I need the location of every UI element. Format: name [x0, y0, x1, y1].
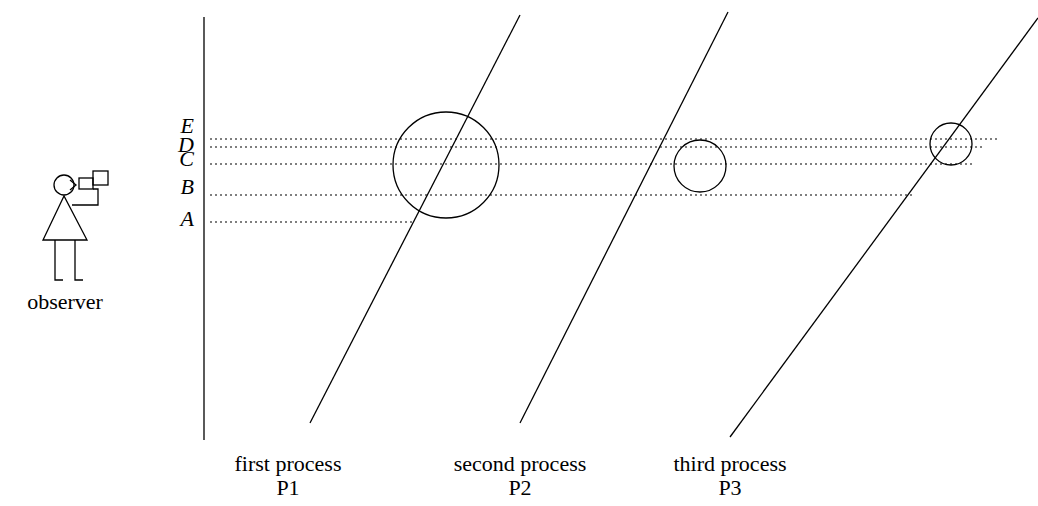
simultaneity-line	[210, 138, 1000, 139]
event-circle	[674, 140, 726, 192]
observer-figure	[43, 171, 108, 280]
simultaneity-line	[210, 221, 413, 222]
time-label: A	[181, 207, 194, 231]
observer-label: observer	[27, 290, 103, 314]
process-worldline	[730, 18, 1038, 437]
simultaneity-line	[210, 146, 985, 147]
simultaneity-line	[210, 194, 915, 195]
event-circle	[930, 123, 972, 165]
process-label: first process P1	[230, 452, 347, 500]
time-label: C	[179, 147, 194, 171]
process-label: third process P3	[669, 452, 791, 500]
simultaneity-line	[210, 163, 975, 164]
time-label: B	[181, 175, 194, 199]
process-label: second process P2	[451, 452, 590, 500]
observer-axis	[203, 17, 204, 440]
process-worldline	[310, 15, 520, 423]
event-circle	[393, 112, 499, 218]
process-worldline	[520, 12, 728, 423]
